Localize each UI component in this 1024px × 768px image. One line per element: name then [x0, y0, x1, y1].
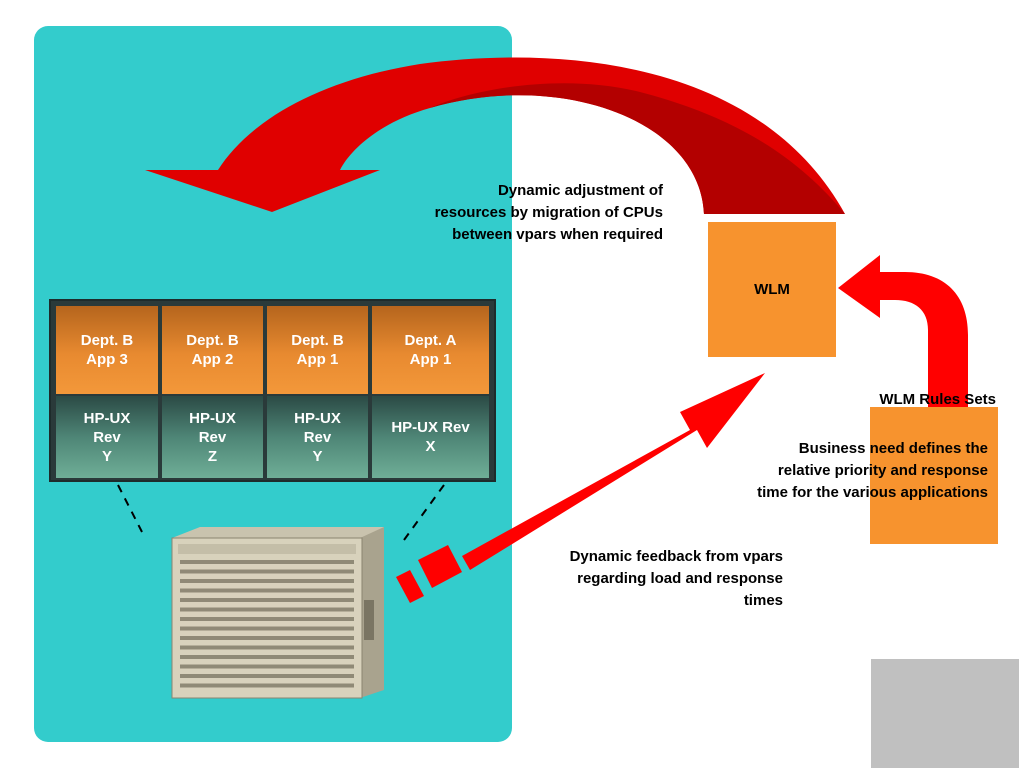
wlm-box: WLM: [708, 222, 836, 357]
server-grille-slat: [180, 683, 354, 688]
cpu-migration-arrow: [145, 57, 845, 215]
server-grille-slat: [180, 645, 354, 650]
connector-line-left: [117, 484, 143, 533]
server-grille-slat: [180, 598, 354, 602]
rules-sets-box: [870, 407, 998, 544]
vpar-2: Dept. B App 2 HP-UX Rev Z: [162, 306, 263, 478]
feedback-arrow-dash-1: [418, 545, 462, 588]
vpar-3-os-label: HP-UX Rev Y: [267, 396, 368, 478]
server-grille-slat: [180, 607, 354, 612]
server-grille-slat: [180, 569, 354, 574]
vpar-1-os-label: HP-UX Rev Y: [56, 396, 158, 478]
server-grille-slat: [180, 636, 354, 640]
vpar-3-app-label: Dept. B App 1: [267, 306, 368, 394]
rules-sets-label: WLM Rules Sets: [879, 391, 996, 408]
server-grille-slat: [180, 664, 354, 669]
business-need-label: Business need defines the relative prior…: [757, 440, 988, 501]
server-grille-slat: [180, 626, 354, 631]
server-grille-slat: [180, 588, 354, 593]
server-grille-slat: [180, 655, 354, 659]
connector-line-right: [403, 484, 445, 541]
vpar-4: Dept. A App 1 HP-UX Rev X: [372, 306, 489, 478]
server-grille-slat: [180, 617, 354, 621]
gray-placeholder-box: [871, 659, 1019, 768]
wlm-label: WLM: [754, 281, 790, 298]
server-grille-slat: [180, 579, 354, 583]
vpar-2-app-label: Dept. B App 2: [162, 306, 263, 394]
server-icon: [171, 527, 384, 699]
server-grille-slat: [180, 674, 354, 678]
server-grille-slat: [180, 560, 354, 564]
vpar-1: Dept. B App 3 HP-UX Rev Y: [56, 306, 158, 478]
vpar-1-app-label: Dept. B App 3: [56, 306, 158, 394]
vpar-4-os-label: HP-UX Rev X: [372, 396, 489, 478]
vpar-frame: Dept. B App 3 HP-UX Rev Y Dept. B App 2 …: [49, 299, 496, 482]
cpu-migration-label: Dynamic adjustment of resources by migra…: [434, 182, 663, 243]
feedback-arrow-dash-2: [396, 570, 424, 603]
feedback-label: Dynamic feedback from vpars regarding lo…: [569, 548, 783, 609]
feedback-arrow: [462, 373, 765, 570]
vpar-4-app-label: Dept. A App 1: [372, 306, 489, 394]
cpu-migration-arrow-shade: [430, 83, 845, 214]
vpar-2-os-label: HP-UX Rev Z: [162, 396, 263, 478]
rules-to-wlm-arrow: [838, 255, 968, 407]
vpar-3: Dept. B App 1 HP-UX Rev Y: [267, 306, 368, 478]
